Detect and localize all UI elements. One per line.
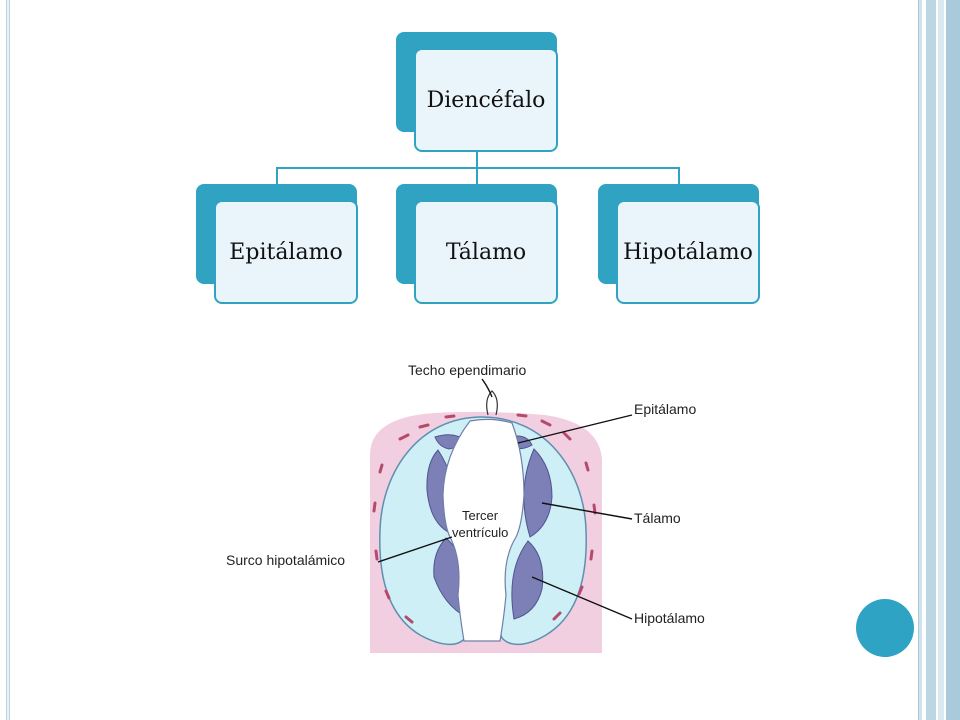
leader-surco xyxy=(377,536,453,563)
connector-hipotalamo xyxy=(477,167,680,184)
label-hipotalamo: Hipotálamo xyxy=(634,610,705,626)
connector-epitalamo xyxy=(276,152,478,184)
leader-epitalamo xyxy=(517,414,633,444)
talamo-right xyxy=(523,448,553,538)
label-techo-ependimario: Techo ependimario xyxy=(408,362,527,378)
label-surco-hipotalamico: Surco hipotalámico xyxy=(226,552,345,568)
accent-circle xyxy=(856,599,914,657)
org-node-label: Epitálamo xyxy=(214,200,358,304)
label-talamo: Tálamo xyxy=(634,510,681,526)
blood-vessels xyxy=(372,413,597,624)
leader-talamo xyxy=(541,502,633,520)
org-node-label: Diencéfalo xyxy=(414,48,558,152)
diencephalon-illustration: Techo ependimario Epitálamo Tálamo Hipot… xyxy=(226,362,705,653)
techo-loop xyxy=(486,390,498,416)
slide-frame-right xyxy=(918,0,960,720)
org-node-label: Hipotálamo xyxy=(616,200,760,304)
leader-lines xyxy=(377,378,633,620)
hipotalamo-right xyxy=(511,540,544,620)
tercer-ventriculo xyxy=(442,418,525,642)
org-node-label: Tálamo xyxy=(414,200,558,304)
leader-hipotalamo xyxy=(531,576,633,620)
label-tercer: Tercer xyxy=(462,508,499,523)
label-epitalamo: Epitálamo xyxy=(634,401,696,417)
label-ventriculo: ventrículo xyxy=(452,525,508,540)
leader-techo xyxy=(481,378,493,398)
slide-frame-left xyxy=(6,0,10,720)
